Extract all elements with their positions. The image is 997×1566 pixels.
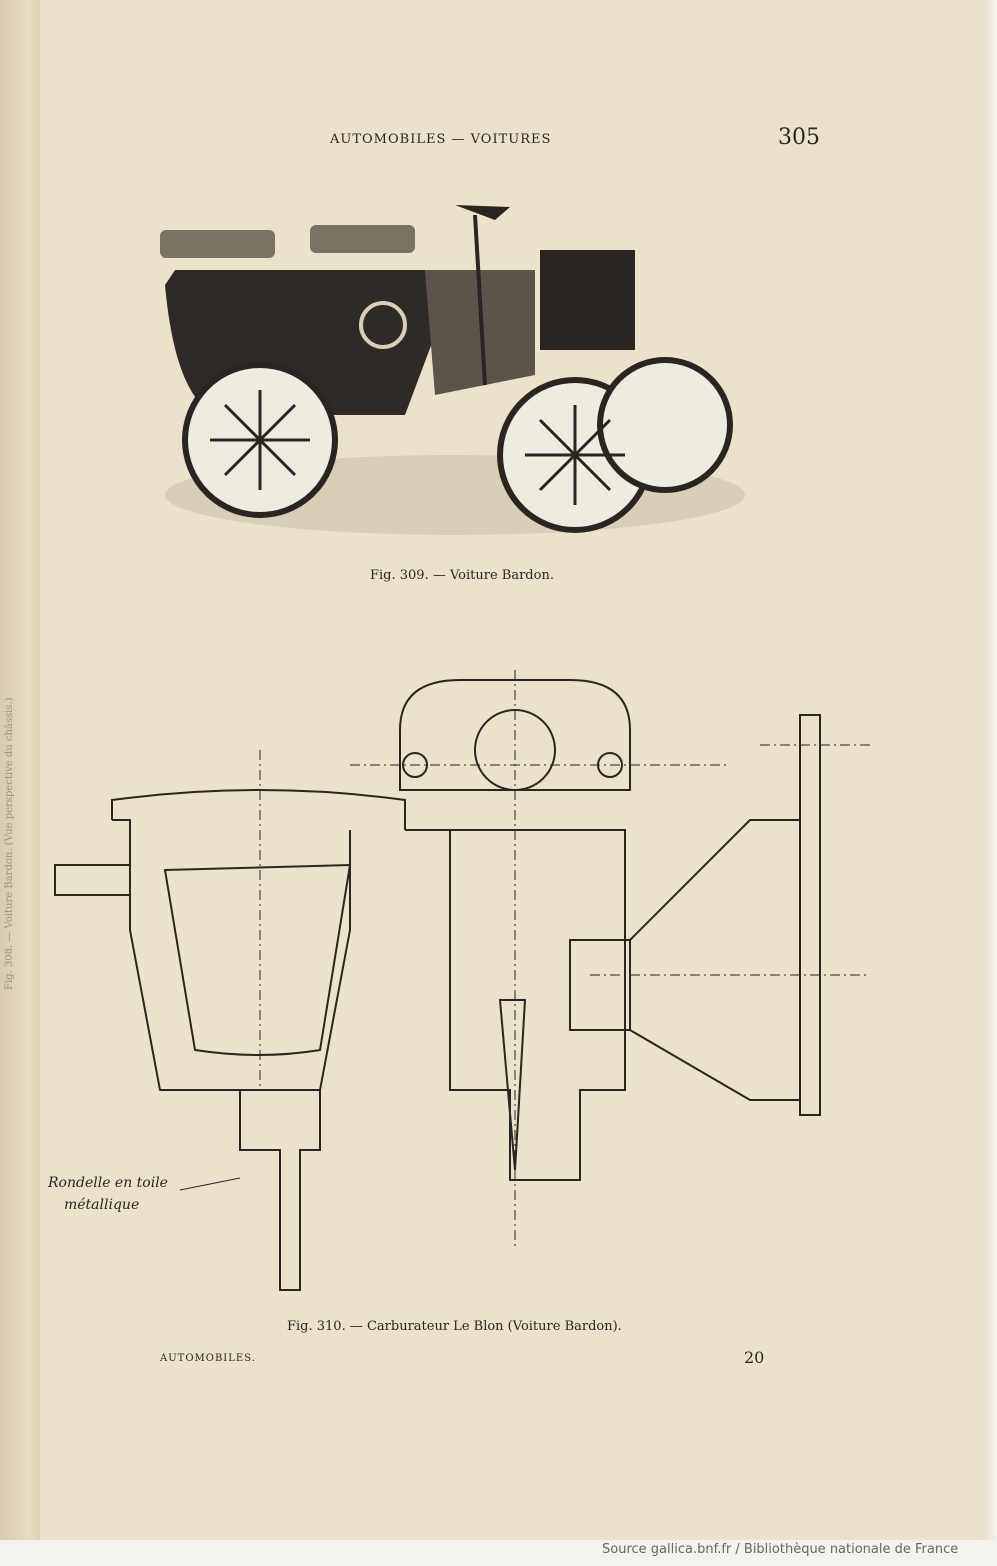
running-title: AUTOMOBILES — VOITURES — [330, 132, 552, 147]
margin-note: Fig. 308. — Voiture Bardon. (Vue perspec… — [4, 697, 15, 990]
page-number: 305 — [778, 125, 820, 150]
figure-310-caption: Fig. 310. — Carburateur Le Blon (Voiture… — [287, 1319, 622, 1334]
signature-title: AUTOMOBILES. — [160, 1353, 256, 1364]
source-credit: Source gallica.bnf.fr / Bibliothèque nat… — [602, 1542, 959, 1557]
figure-309-caption: Fig. 309. — Voiture Bardon. — [370, 568, 554, 583]
car-illustration — [160, 205, 745, 535]
carburetor-diagram — [54, 670, 870, 1291]
signature-number: 20 — [744, 1348, 765, 1367]
label-metallique: métallique — [64, 1197, 140, 1213]
facing-page-edge — [0, 0, 40, 1540]
label-rondelle: Rondelle en toile — [48, 1175, 168, 1191]
page-edge — [983, 0, 997, 1540]
